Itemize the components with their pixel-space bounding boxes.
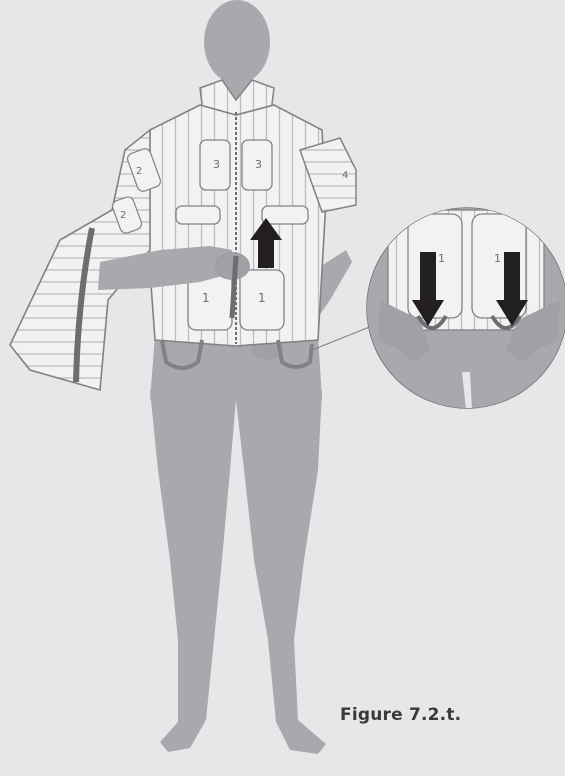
figure-caption: Figure 7.2.t. bbox=[340, 705, 461, 725]
left-side-pad bbox=[176, 206, 220, 224]
left-hand bbox=[214, 252, 250, 280]
right-chest-label: 3 bbox=[255, 158, 262, 171]
upper-arm-left-label: 2 bbox=[136, 166, 142, 177]
right-front-label: 1 bbox=[258, 291, 266, 305]
inset-leader-line bbox=[312, 326, 372, 350]
left-front-label: 1 bbox=[202, 291, 210, 305]
inset-right-label: 1 bbox=[494, 252, 501, 265]
detail-inset: 1 1 bbox=[360, 200, 565, 420]
left-leg bbox=[150, 390, 236, 752]
left-chest-label: 3 bbox=[213, 158, 220, 171]
upper-arm-right-label: 4 bbox=[342, 170, 348, 181]
inset-left-label: 1 bbox=[438, 252, 445, 265]
right-leg bbox=[236, 390, 326, 754]
lower-arm-label: 2 bbox=[120, 210, 126, 221]
right-side-pad bbox=[262, 206, 308, 224]
